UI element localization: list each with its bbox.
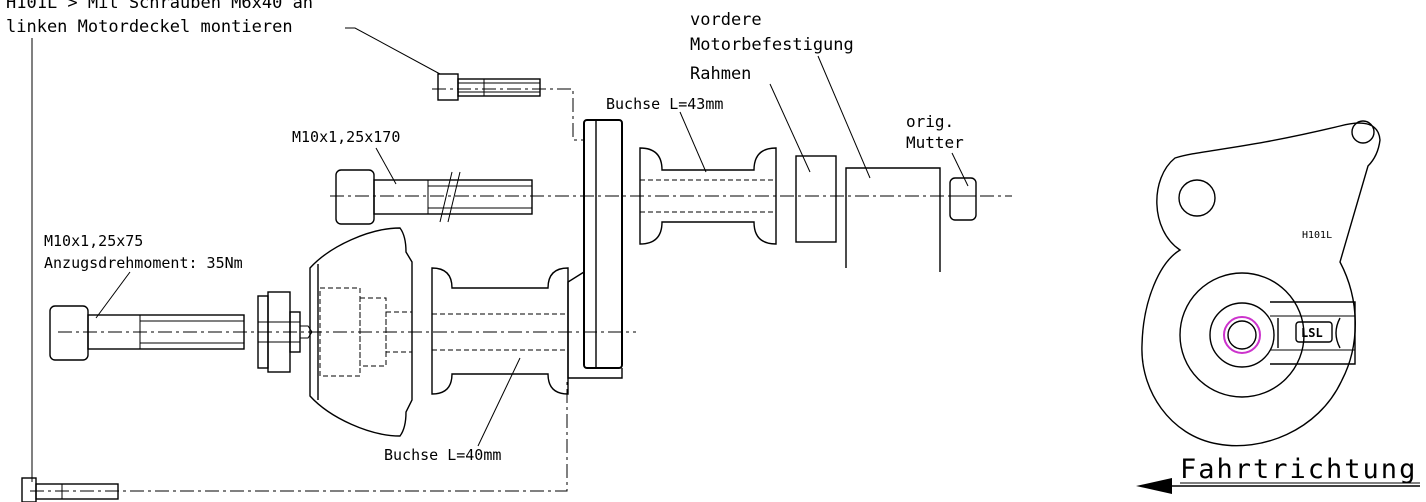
bearing-ring bbox=[1223, 316, 1261, 354]
direction-arrow-icon bbox=[1136, 478, 1172, 494]
bushing-43-outline bbox=[639, 147, 777, 245]
nut-outline bbox=[949, 177, 977, 221]
direction-label: Fahrtrichtung bbox=[1180, 454, 1417, 485]
label-bolt-75-line1: M10x1,25x75 bbox=[44, 232, 143, 250]
bushing-43mm bbox=[639, 147, 777, 245]
mushroom-housing bbox=[300, 227, 413, 437]
bushing-40mm bbox=[431, 267, 569, 395]
lsl-logo-box bbox=[1295, 321, 1333, 343]
label-frame: Rahmen bbox=[690, 64, 811, 173]
leader-bushing-43 bbox=[679, 111, 707, 173]
leader-h101l-screws bbox=[345, 27, 441, 75]
housing-outline bbox=[309, 227, 413, 437]
label-bushing-40: Buchse L=40mm bbox=[384, 357, 521, 464]
label-bushing-40-text: Buchse L=40mm bbox=[384, 446, 501, 464]
front-motor-mount bbox=[845, 167, 941, 272]
leader-orig-nut bbox=[951, 152, 969, 187]
label-orig-nut: orig. Mutter bbox=[906, 112, 969, 187]
label-h101l-screws-line1: H101L > Mit Schrauben M6x40 an bbox=[6, 0, 313, 13]
centerline-screw-top bbox=[432, 88, 585, 141]
leader-bolt-75 bbox=[95, 271, 131, 319]
bolt-170-shank bbox=[373, 179, 533, 215]
bolt-170-break-1 bbox=[439, 171, 453, 223]
bracket-outline bbox=[1141, 122, 1381, 447]
label-bolt-75: M10x1,25x75 Anzugsdrehmoment: 35Nm bbox=[44, 232, 243, 319]
bolt-m10-75 bbox=[49, 305, 245, 361]
label-bushing-43-text: Buchse L=43mm bbox=[606, 95, 723, 113]
bolt-m10-170 bbox=[335, 169, 533, 225]
label-frame-text: Rahmen bbox=[690, 64, 751, 84]
screw-m6-top bbox=[437, 73, 541, 101]
label-bushing-43: Buchse L=43mm bbox=[606, 95, 723, 173]
label-bolt-75-line2: Anzugsdrehmoment: 35Nm bbox=[44, 254, 243, 272]
screw-m6-bottom-shank bbox=[35, 483, 119, 500]
bracket-bore bbox=[1209, 302, 1275, 368]
label-bolt-170: M10x1,25x170 bbox=[292, 128, 400, 185]
centerline-screw-bottom bbox=[30, 378, 568, 492]
bolt-75-head bbox=[49, 305, 89, 361]
bracket-front-view: LSL H101L bbox=[1141, 120, 1381, 447]
part-code-label: H101L bbox=[1302, 230, 1332, 241]
bearing-inner bbox=[1227, 320, 1257, 350]
frame-block bbox=[795, 155, 837, 243]
leader-frame bbox=[769, 83, 811, 173]
label-h101l-screws-line2: linken Motordeckel montieren bbox=[6, 17, 293, 37]
label-orig-nut-line2: Mutter bbox=[906, 133, 964, 152]
label-h101l-screws: H101L > Mit Schrauben M6x40 an linken Mo… bbox=[6, 0, 441, 482]
label-front-mount-line1: vordere bbox=[690, 10, 762, 30]
screw-m6-top-head bbox=[437, 73, 459, 101]
label-front-mount: vordere Motorbefestigung bbox=[690, 10, 871, 179]
label-bolt-170-text: M10x1,25x170 bbox=[292, 128, 400, 146]
original-nut bbox=[949, 177, 977, 221]
bracket-inner-ring bbox=[1179, 272, 1305, 398]
leader-front-mount bbox=[817, 55, 871, 179]
mounting-bracket-side bbox=[567, 119, 623, 379]
leader-bushing-40 bbox=[477, 357, 521, 447]
bushing-40-outline bbox=[431, 267, 569, 395]
bracket-hole-right bbox=[1351, 120, 1375, 144]
bolt-170-break-2 bbox=[447, 171, 461, 223]
bolt-75-shank bbox=[87, 314, 245, 350]
screw-m6-top-shank bbox=[457, 78, 541, 97]
bracket-hole-left bbox=[1178, 179, 1216, 217]
screw-m6-bottom bbox=[21, 477, 119, 502]
bolt-170-head bbox=[335, 169, 375, 225]
screw-m6-bottom-head bbox=[21, 477, 37, 502]
lsl-logo: LSL bbox=[1301, 326, 1323, 340]
bracket-foot bbox=[567, 271, 623, 379]
bracket-clamp bbox=[1270, 301, 1356, 365]
label-front-mount-line2: Motorbefestigung bbox=[690, 35, 854, 55]
leader-bolt-170 bbox=[375, 147, 397, 185]
label-orig-nut-line1: orig. bbox=[906, 112, 954, 131]
bracket-plate bbox=[583, 119, 623, 369]
travel-direction: Fahrtrichtung bbox=[1136, 454, 1420, 494]
spacer-washer bbox=[257, 291, 301, 373]
